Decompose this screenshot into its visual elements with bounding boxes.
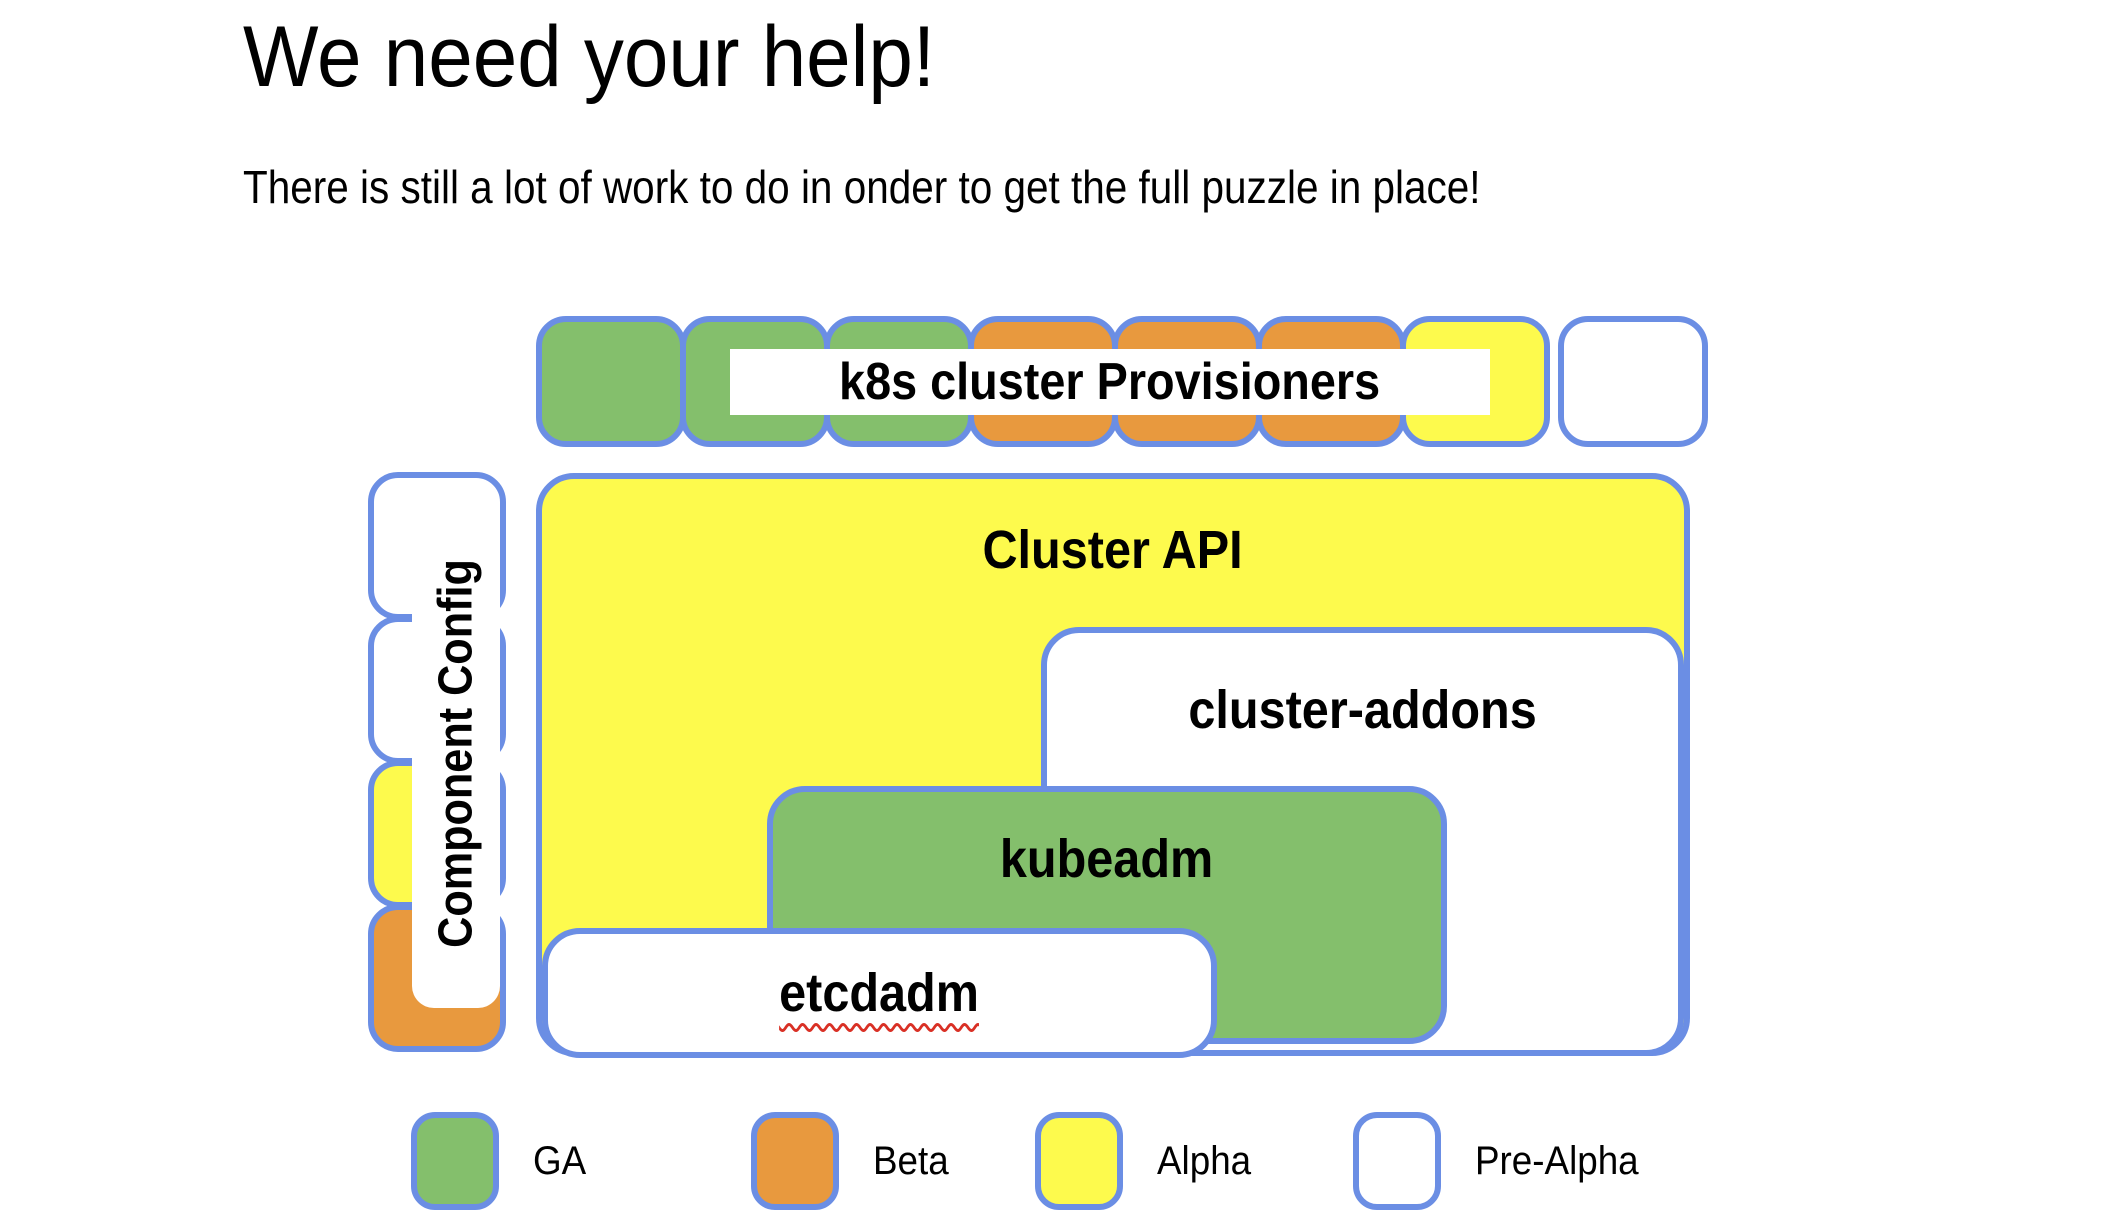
status-square-pre-alpha	[1558, 316, 1708, 447]
slide-subtitle: There is still a lot of work to do in on…	[243, 160, 1649, 215]
legend-swatch-alpha	[1035, 1112, 1123, 1210]
component-config-label-box: Component Config	[412, 498, 500, 1008]
slide-title: We need your help!	[243, 8, 987, 107]
block-etcdadm: etcdadm	[542, 928, 1217, 1058]
legend-item-beta: Beta	[751, 1112, 1035, 1210]
provisioners-label: k8s cluster Provisioners	[839, 353, 1381, 411]
etcdadm-label: etcdadm	[779, 963, 980, 1023]
legend-item-ga: GA	[411, 1112, 751, 1210]
status-square-ga	[536, 316, 686, 447]
cluster-addons-label: cluster-addons	[1188, 680, 1537, 740]
legend-label-ga: GA	[533, 1138, 587, 1183]
legend-swatch-ga	[411, 1112, 499, 1210]
legend-item-alpha: Alpha	[1035, 1112, 1353, 1210]
kubeadm-label: kubeadm	[1000, 829, 1214, 889]
component-config-stack: Component Config	[368, 472, 506, 1052]
legend-swatch-beta	[751, 1112, 839, 1210]
component-config-label: Component Config	[429, 558, 483, 948]
slide-subtitle-text: There is still a lot of work to do in on…	[243, 161, 1481, 213]
legend-label-pre-alpha: Pre-Alpha	[1475, 1138, 1639, 1183]
legend-item-pre-alpha: Pre-Alpha	[1353, 1112, 1653, 1210]
provisioners-row: k8s cluster Provisioners	[536, 316, 1708, 447]
cluster-api-label: Cluster API	[982, 520, 1244, 580]
slide-title-text: We need your help!	[243, 9, 936, 105]
legend-swatch-pre-alpha	[1353, 1112, 1441, 1210]
legend-label-alpha: Alpha	[1157, 1138, 1252, 1183]
legend: GA Beta Alpha Pre-Alpha	[411, 1112, 1653, 1210]
provisioners-label-box: k8s cluster Provisioners	[730, 349, 1490, 415]
legend-label-beta: Beta	[873, 1138, 949, 1183]
